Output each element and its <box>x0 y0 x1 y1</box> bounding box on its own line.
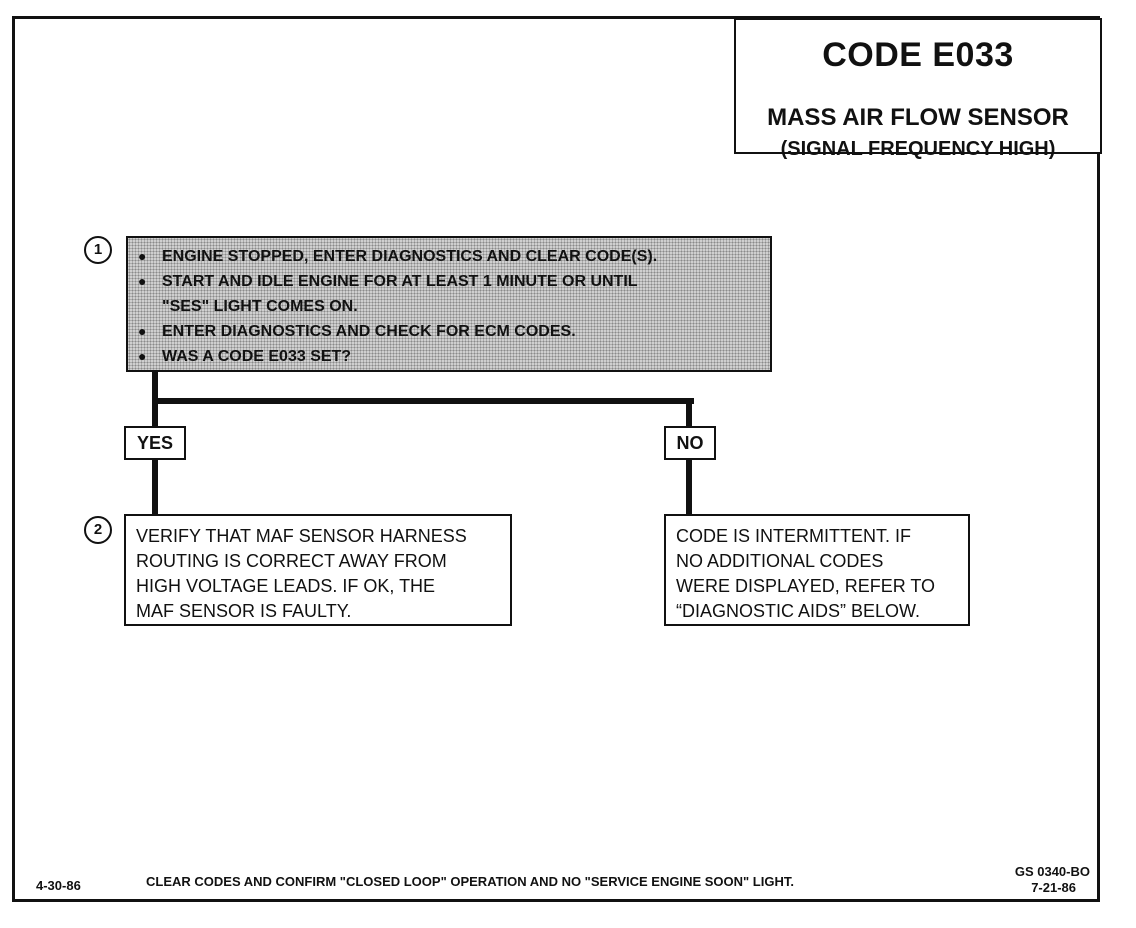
yes-label: YES <box>124 426 186 460</box>
footer-instruction: CLEAR CODES AND CONFIRM "CLOSED LOOP" OP… <box>146 874 794 889</box>
step-1-bullet-continuation: "SES" LIGHT COMES ON. <box>138 294 760 319</box>
step-1-bullet: ● ENTER DIAGNOSTICS AND CHECK FOR ECM CO… <box>138 319 760 344</box>
condition-subtitle: (SIGNAL FREQUENCY HIGH) <box>780 138 1056 160</box>
step-2-line: HIGH VOLTAGE LEADS. IF OK, THE <box>136 576 436 596</box>
no-label: NO <box>664 426 716 460</box>
step-2-marker: 2 <box>84 516 112 544</box>
intermittent-result-box: CODE IS INTERMITTENT. IF NO ADDITIONAL C… <box>664 514 970 626</box>
sensor-title: MASS AIR FLOW SENSOR <box>767 104 1069 131</box>
footer-date-right: 7-21-86 <box>1031 880 1076 895</box>
step-2-line: ROUTING IS CORRECT AWAY FROM <box>136 551 447 571</box>
step-1-bullet: ● START AND IDLE ENGINE FOR AT LEAST 1 M… <box>138 269 760 294</box>
code-title: CODE E033 <box>822 36 1014 74</box>
bullet-icon: ● <box>138 248 147 264</box>
footer-date-left: 4-30-86 <box>36 878 81 893</box>
intermittent-line: CODE IS INTERMITTENT. IF <box>676 526 912 546</box>
intermittent-line: NO ADDITIONAL CODES <box>676 551 884 571</box>
connector-line <box>686 460 692 516</box>
bullet-icon: ● <box>138 348 147 364</box>
page-border <box>12 16 1100 902</box>
intermittent-line: “DIAGNOSTIC AIDS” BELOW. <box>676 601 921 621</box>
title-block: CODE E033 MASS AIR FLOW SENSOR (SIGNAL F… <box>734 18 1102 160</box>
footer-doc-id: GS 0340-BO <box>1014 864 1090 879</box>
step-1-bullet-text: WAS A CODE E033 SET? <box>162 348 352 365</box>
step-1-bullet-text: START AND IDLE ENGINE FOR AT LEAST 1 MIN… <box>162 273 638 290</box>
intermittent-line: WERE DISPLAYED, REFER TO <box>676 576 936 596</box>
step-1-bullet: ● ENGINE STOPPED, ENTER DIAGNOSTICS AND … <box>138 244 760 269</box>
step-2-box: VERIFY THAT MAF SENSOR HARNESS ROUTING I… <box>124 514 512 626</box>
step-2-line: VERIFY THAT MAF SENSOR HARNESS <box>136 526 467 546</box>
bullet-icon: ● <box>138 273 147 289</box>
step-1-box: ● ENGINE STOPPED, ENTER DIAGNOSTICS AND … <box>126 236 772 372</box>
connector-line <box>152 398 694 404</box>
step-1-bullet-text: ENTER DIAGNOSTICS AND CHECK FOR ECM CODE… <box>162 323 576 340</box>
connector-line <box>686 398 692 426</box>
step-1-bullet-text: ENGINE STOPPED, ENTER DIAGNOSTICS AND CL… <box>162 248 658 265</box>
step-2-line: MAF SENSOR IS FAULTY. <box>136 601 352 621</box>
connector-line <box>152 460 158 516</box>
step-1-bullet: ● WAS A CODE E033 SET? <box>138 344 760 369</box>
bullet-icon: ● <box>138 323 147 339</box>
step-1-bullet-text: "SES" LIGHT COMES ON. <box>162 298 358 315</box>
step-1-marker: 1 <box>84 236 112 264</box>
